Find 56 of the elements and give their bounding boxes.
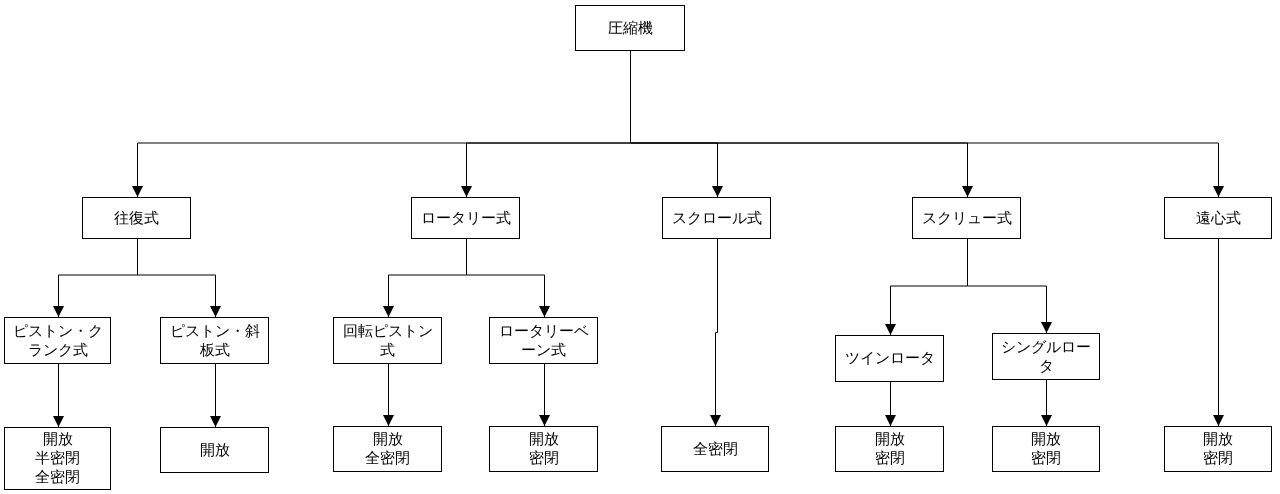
connector-arrow [539,363,550,427]
category-box [160,427,269,473]
box-label: 開放 [874,430,905,449]
box-label: ピストン・斜板式 [168,321,261,360]
category-box [1164,197,1272,239]
category-box [333,426,442,472]
box-label: 全密閉 [692,439,738,459]
box-label: 開放 [1203,430,1233,449]
box-label: 密閉 [1203,449,1233,468]
box-label: 半密閉 [35,449,80,468]
box-label: 回転ピストン式 [341,321,434,360]
box-label: 開放 [42,430,73,449]
category-box [411,197,520,239]
category-box [992,426,1100,472]
category-box [992,333,1100,380]
category-box [489,317,598,364]
connector-arrow [383,363,394,427]
box-label: 密閉 [528,449,559,468]
box-label: 密閉 [1031,449,1061,468]
connector-arrow [53,363,64,428]
box-label: ロータリー式 [420,208,511,228]
category-box [575,5,685,51]
box-label: 往復式 [114,208,159,228]
connector-arrow [1213,238,1224,427]
category-box [333,317,442,364]
category-box [82,197,191,239]
category-box [835,426,944,472]
box-label: スクロール式 [671,208,762,228]
box-label: 開放 [528,430,559,449]
category-box [4,317,111,364]
category-box [489,426,598,472]
category-box [912,197,1021,239]
category-box [4,427,111,490]
category-box [835,335,944,382]
category-box [1164,426,1272,472]
box-label: 全密閉 [365,449,410,468]
connector-arrow [710,238,721,427]
connector-arrow [885,381,896,427]
box-label: 全密閉 [35,468,80,487]
box-label: ツインロータ [844,349,935,368]
box-label: 圧縮機 [607,18,653,38]
connector-arrow [210,363,221,428]
box-label: ピストン・クランク式 [11,321,104,360]
category-box [661,426,769,472]
connector-arrow [1041,379,1052,427]
box-label: 開放 [199,440,230,460]
box-label: スクリュー式 [921,208,1012,228]
box-label: 開放 [372,430,403,449]
box-label: ロータリーベーン式 [497,321,590,360]
category-box [662,197,771,239]
box-label: 密閉 [874,449,905,468]
box-label: 遠心式 [1195,208,1241,228]
connector-arrow [967,238,1052,334]
box-label: 開放 [1031,430,1061,449]
box-label: シングルロータ [1000,337,1092,376]
category-box [160,317,269,364]
